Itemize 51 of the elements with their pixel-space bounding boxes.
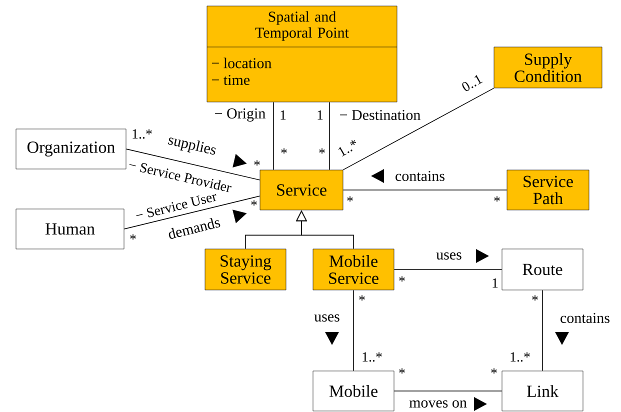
- class-box: Organization: [16, 128, 126, 170]
- class-box: Link: [502, 370, 584, 412]
- association-line: [394, 390, 502, 392]
- class-box: Human: [16, 208, 124, 250]
- multiplicity-label: *: [251, 200, 257, 206]
- association-line: [273, 102, 274, 170]
- multiplicity-label: 1..*: [362, 352, 382, 362]
- multiplicity-label: *: [532, 295, 538, 301]
- multiplicity-label: 1..*: [510, 352, 530, 362]
- multiplicity-label: 1: [318, 110, 323, 120]
- class-box: Supply Condition: [494, 46, 602, 88]
- multiplicity-label: 1..*: [132, 129, 152, 139]
- edge-label: supplies: [165, 132, 219, 160]
- class-box: Service Path: [506, 170, 590, 210]
- multiplicity-label: *: [130, 234, 136, 240]
- multiplicity-label: *: [491, 368, 497, 374]
- edge-label: contains: [559, 312, 611, 324]
- multiplicity-label: *: [319, 148, 325, 154]
- edge-label: − Destination: [338, 108, 422, 122]
- class-box: Mobile Service: [312, 248, 394, 290]
- class-box: Staying Service: [204, 248, 286, 290]
- edge-label: demands: [166, 215, 222, 241]
- multiplicity-label: 1: [492, 278, 498, 288]
- multiplicity-label: *: [399, 276, 405, 282]
- association-line: [394, 269, 502, 270]
- class-box: Service: [260, 170, 344, 210]
- association-line: [342, 88, 494, 170]
- multiplicity-label: *: [254, 160, 260, 166]
- multiplicity-label: *: [359, 295, 365, 301]
- multiplicity-label: 1..*: [338, 140, 356, 157]
- association-line: [126, 148, 260, 180]
- multiplicity-label: *: [281, 148, 287, 154]
- association-line: [124, 196, 260, 230]
- multiplicity-label: 0..1: [462, 75, 483, 91]
- class-box: Spatial and Temporal Point − location − time: [206, 6, 398, 102]
- edge-label: − Origin: [213, 107, 267, 123]
- association-line: [353, 290, 354, 372]
- class-box: Route: [502, 248, 584, 290]
- association-line: [542, 290, 543, 372]
- class-box: Mobile: [312, 370, 394, 412]
- association-line: [329, 102, 330, 170]
- multiplicity-label: 1: [280, 110, 286, 120]
- edge-label: uses: [435, 251, 463, 261]
- multiplicity-label: *: [494, 196, 500, 202]
- edge-label: moves on: [408, 399, 468, 409]
- multiplicity-label: *: [399, 368, 405, 374]
- edge-label: contains: [394, 170, 446, 182]
- edge-label: uses: [313, 313, 341, 323]
- multiplicity-label: − Service User: [136, 194, 216, 218]
- multiplicity-label: − Service Provider: [129, 163, 232, 192]
- multiplicity-label: *: [347, 196, 353, 202]
